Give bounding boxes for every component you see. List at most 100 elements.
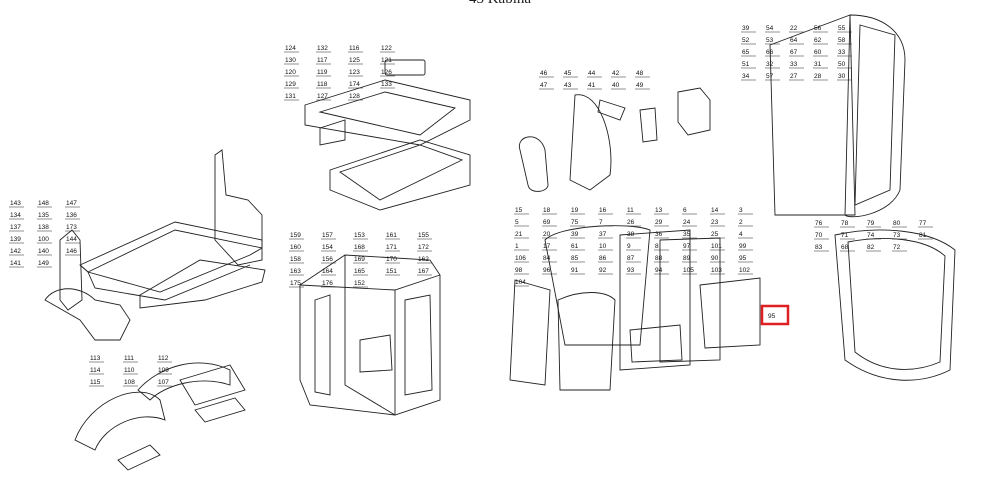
callout-label: 14	[711, 207, 719, 214]
callout-label: 133	[381, 81, 392, 88]
callout-label: 57	[766, 73, 774, 80]
callout-label: 172	[418, 244, 429, 251]
rear-window	[769, 14, 906, 218]
callout-label: 165	[354, 268, 365, 275]
callout-label: 35	[683, 231, 691, 238]
diagram-title: 45 Kabina	[0, 0, 1000, 8]
callout-label: 61	[571, 243, 579, 250]
callout-label: 149	[38, 260, 49, 267]
callout-label: 3	[739, 207, 743, 214]
callout-label: 102	[739, 267, 750, 274]
callout-label: 47	[540, 82, 548, 89]
callout-label: 147	[66, 200, 77, 207]
highlight-box	[760, 304, 790, 326]
callout-label: 87	[627, 255, 635, 262]
callout-label: 76	[815, 220, 823, 227]
callout-label: 32	[766, 61, 774, 68]
right-door	[834, 229, 956, 381]
callout-label: 26	[627, 219, 635, 226]
callout-label: 151	[386, 268, 397, 275]
callout-label: 28	[814, 73, 822, 80]
callout-label: 42	[612, 70, 620, 77]
callout-label: 112	[158, 355, 169, 362]
cabin-frame	[299, 254, 441, 416]
callout-label: 38	[627, 231, 635, 238]
callout-label: 123	[349, 69, 360, 76]
callout-label: 7	[599, 219, 603, 226]
callout-label: 107	[158, 379, 169, 386]
callout-label: 52	[742, 37, 750, 44]
callout-label: 79	[867, 220, 875, 227]
callout-label: 50	[838, 61, 846, 68]
callout-label: 31	[814, 61, 822, 68]
callout-label: 122	[381, 45, 392, 52]
callout-label: 18	[543, 207, 551, 214]
callout-label: 156	[322, 256, 333, 263]
callout-label: 58	[838, 37, 846, 44]
callout-label: 27	[790, 73, 798, 80]
callout-label: 11	[627, 207, 634, 214]
callout-label: 142	[10, 248, 21, 255]
callout-label: 125	[349, 57, 360, 64]
callout-label: 141	[10, 260, 21, 267]
callout-label: 13	[655, 207, 663, 214]
callout-label: 48	[636, 70, 644, 77]
callout-label: 62	[814, 37, 822, 44]
callout-label: 25	[711, 231, 719, 238]
callout-label: 132	[317, 45, 328, 52]
callout-label: 161	[386, 232, 397, 239]
callout-label: 2	[739, 219, 743, 226]
callout-label: 37	[599, 231, 607, 238]
callout-label: 64	[790, 37, 798, 44]
callout-label: 95	[739, 255, 747, 262]
callout-label: 89	[683, 255, 691, 262]
callout-label: 109	[158, 367, 169, 374]
callout-label: 120	[285, 69, 296, 76]
highlighted-callout-label: 95	[768, 313, 776, 320]
callout-label: 97	[683, 243, 691, 250]
callout-label: 60	[814, 49, 822, 56]
callout-label: 74	[867, 232, 875, 239]
callout-label: 159	[290, 232, 301, 239]
callout-label: 158	[290, 256, 301, 263]
callout-label: 46	[540, 70, 548, 77]
callout-label: 128	[349, 93, 360, 100]
callout-label: 6	[683, 207, 687, 214]
callout-label: 55	[838, 25, 846, 32]
callout-label: 163	[290, 268, 301, 275]
callout-label: 93	[627, 267, 635, 274]
callout-label: 82	[867, 244, 875, 251]
callout-label: 20	[543, 231, 551, 238]
callout-label: 116	[349, 45, 360, 52]
callout-label: 90	[711, 255, 719, 262]
callout-label: 69	[543, 219, 551, 226]
callout-label: 101	[711, 243, 722, 250]
callout-label: 114	[90, 367, 101, 374]
callout-label: 83	[815, 244, 823, 251]
callout-label: 171	[386, 244, 397, 251]
callout-label: 24	[683, 219, 691, 226]
callout-label: 118	[317, 81, 328, 88]
callout-label: 29	[655, 219, 663, 226]
callout-label: 43	[564, 82, 572, 89]
callout-label: 134	[10, 212, 21, 219]
callout-label: 33	[790, 61, 798, 68]
callout-label: 4	[739, 231, 743, 238]
callout-label: 72	[893, 244, 901, 251]
callout-label: 110	[124, 367, 135, 374]
callout-label: 92	[599, 267, 607, 274]
callout-label: 115	[90, 379, 101, 386]
callout-label: 77	[919, 220, 927, 227]
callout-label: 105	[683, 267, 694, 274]
callout-label: 100	[38, 236, 49, 243]
callout-label: 129	[285, 81, 296, 88]
callout-label: 113	[90, 355, 101, 362]
callout-label: 40	[612, 82, 620, 89]
callout-label: 54	[766, 25, 774, 32]
callout-label: 66	[766, 49, 774, 56]
callout-label: 173	[66, 224, 77, 231]
callout-label: 70	[815, 232, 823, 239]
callout-label: 162	[418, 256, 429, 263]
callout-label: 131	[285, 93, 296, 100]
callout-label: 86	[599, 255, 607, 262]
